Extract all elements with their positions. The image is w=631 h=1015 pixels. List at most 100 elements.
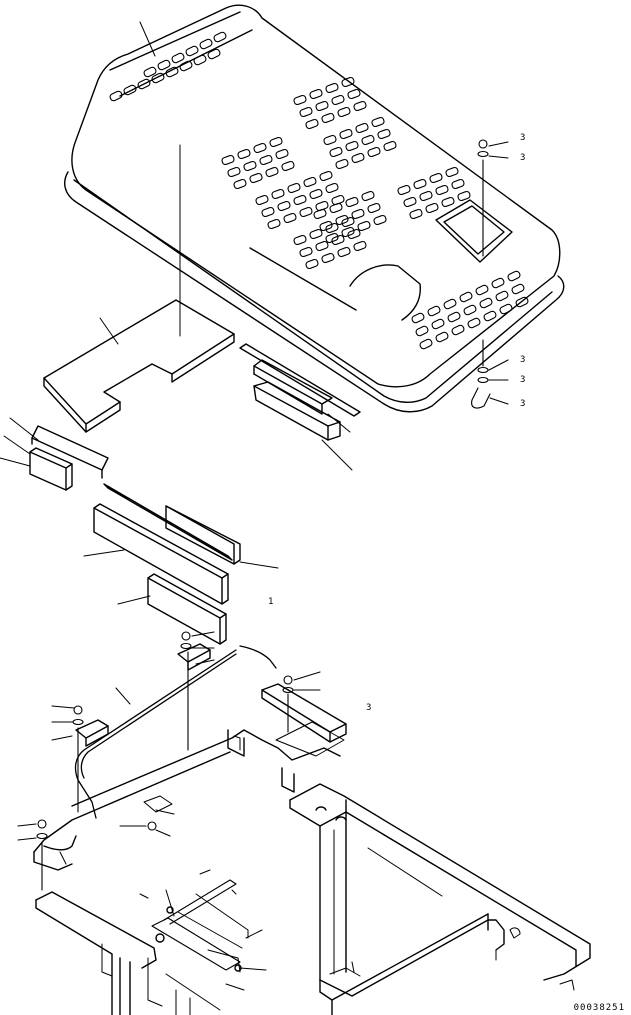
vent-slot (337, 106, 351, 118)
vent-slot (411, 312, 425, 324)
vent-slot (341, 76, 355, 88)
vent-slot (293, 234, 307, 246)
callout-3d: 3 (520, 355, 525, 365)
vent-slot (483, 310, 497, 322)
vent-slot (293, 194, 307, 206)
foam-pads-left (0, 417, 109, 491)
vent-slot (315, 240, 329, 252)
vent-slot (331, 234, 345, 246)
vent-slot (345, 196, 359, 208)
vent-slot (367, 202, 381, 214)
vent-slot (457, 190, 471, 202)
vent-slot (261, 206, 275, 218)
vent-slot (299, 106, 313, 118)
callout-3b: 3 (520, 133, 525, 143)
vent-slot (413, 178, 427, 190)
vent-slot (491, 277, 505, 289)
vent-slot (515, 296, 529, 308)
vent-slot (353, 100, 367, 112)
vent-slot (367, 146, 381, 158)
vent-slot (283, 212, 297, 224)
vent-slot (253, 142, 267, 154)
vent-slot (347, 88, 361, 100)
vent-slot (299, 246, 313, 258)
vent-slot (207, 48, 221, 60)
vent-slot (259, 154, 273, 166)
floor-mat-panel (43, 299, 235, 433)
vent-slot (459, 291, 473, 303)
callout-3a: 3 (366, 703, 371, 713)
roof-canopy-shell (64, 4, 565, 413)
vent-slot (287, 182, 301, 194)
vent-slot (329, 202, 343, 214)
vent-slot (249, 172, 263, 184)
vent-slot (355, 122, 369, 134)
vent-slot (325, 222, 339, 234)
vent-slot (275, 148, 289, 160)
vent-slot (199, 38, 213, 50)
vent-slot (193, 54, 207, 66)
vent-slot (415, 325, 429, 337)
cab-frame-chassis (33, 721, 591, 1015)
vent-slot (171, 52, 185, 64)
callout-1: 1 (268, 597, 273, 607)
vent-slot (123, 84, 137, 96)
vent-slot (303, 176, 317, 188)
vent-slot (441, 196, 455, 208)
vent-slot (109, 90, 123, 102)
vent-slot (325, 82, 339, 94)
vent-slot (373, 214, 387, 226)
vent-slot (271, 188, 285, 200)
vent-slot (345, 140, 359, 152)
vent-slot (281, 160, 295, 172)
callout-labels: 1 3 3 3 3 3 3 (268, 133, 525, 713)
vent-slot (277, 200, 291, 212)
vent-slot (293, 94, 307, 106)
callout-3f: 3 (520, 399, 525, 409)
vent-slot (151, 72, 165, 84)
vent-slot (185, 45, 199, 57)
vent-slot (227, 166, 241, 178)
vent-slot (265, 166, 279, 178)
vent-slot (337, 246, 351, 258)
vent-slot (321, 112, 335, 124)
vent-slot (137, 78, 151, 90)
vent-slot (213, 31, 227, 43)
vent-slot (377, 128, 391, 140)
vent-slot (305, 258, 319, 270)
vent-slot (507, 270, 521, 282)
vent-slot (233, 178, 247, 190)
vent-slot (463, 304, 477, 316)
callout-3e: 3 (520, 375, 525, 385)
wire-harness (74, 645, 277, 819)
vent-slot (255, 194, 269, 206)
vent-slot (221, 154, 235, 166)
vent-slot (321, 252, 335, 264)
vent-slot (305, 118, 319, 130)
vent-slot (313, 208, 327, 220)
vent-slot (299, 206, 313, 218)
vent-slot (339, 128, 353, 140)
vent-slot (329, 146, 343, 158)
vent-slot (353, 240, 367, 252)
vent-slot (499, 303, 513, 315)
vent-slot (435, 331, 449, 343)
vent-slot (435, 184, 449, 196)
vent-slot (323, 134, 337, 146)
vent-slot (319, 170, 333, 182)
drawing-reference-number: 00038251 (573, 1003, 625, 1013)
vent-slot (309, 228, 323, 240)
vent-slot (383, 140, 397, 152)
vent-slot (325, 182, 339, 194)
vent-slot (351, 152, 365, 164)
vent-slot (397, 184, 411, 196)
vent-slot (309, 188, 323, 200)
vent-slot (403, 196, 417, 208)
vent-slot (475, 284, 489, 296)
vent-slot (267, 218, 281, 230)
vent-slot (429, 172, 443, 184)
vent-slot (451, 324, 465, 336)
bolts-washers (17, 139, 509, 891)
vent-slot (331, 94, 345, 106)
vent-slot (445, 166, 459, 178)
